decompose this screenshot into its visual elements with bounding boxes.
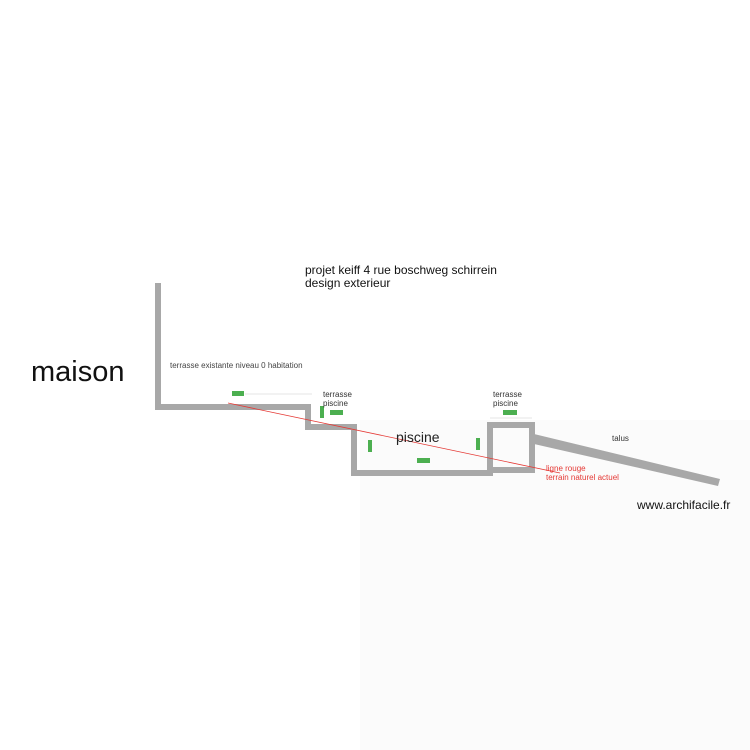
project-title: projet keiff 4 rue boschweg schirrein de… xyxy=(305,264,497,290)
label-terrasse-existante: terrasse existante niveau 0 habitation xyxy=(170,361,303,370)
label-line: ligne rouge xyxy=(546,464,586,473)
dimension-tag xyxy=(476,438,480,450)
project-title-line2: design exterieur xyxy=(305,276,391,290)
dimension-tag xyxy=(330,410,343,415)
talus-slope xyxy=(534,434,720,486)
label-terrasse-piscine-1: terrasse piscine xyxy=(323,390,352,408)
label-line: terrain naturel actuel xyxy=(546,473,619,482)
project-title-line1: projet keiff 4 rue boschweg schirrein xyxy=(305,263,497,277)
dimension-tag xyxy=(320,406,324,418)
section-wall-main xyxy=(155,283,493,476)
label-line: terrasse xyxy=(493,390,522,399)
label-terrasse-piscine-2: terrasse piscine xyxy=(493,390,522,408)
dimension-tag xyxy=(232,391,244,396)
label-talus: talus xyxy=(612,434,629,443)
dimension-tag xyxy=(368,440,372,452)
label-line: terrasse xyxy=(323,390,352,399)
label-maison: maison xyxy=(31,356,125,388)
dimension-tag xyxy=(503,410,517,415)
natural-ground-line xyxy=(227,402,561,474)
label-ligne-rouge: ligne rouge terrain naturel actuel xyxy=(546,464,619,482)
dimension-tag xyxy=(417,458,430,463)
label-line: piscine xyxy=(323,399,348,408)
label-piscine: piscine xyxy=(396,429,440,445)
watermark-link[interactable]: www.archifacile.fr xyxy=(637,498,731,512)
label-line: piscine xyxy=(493,399,518,408)
retaining-box xyxy=(487,422,535,473)
